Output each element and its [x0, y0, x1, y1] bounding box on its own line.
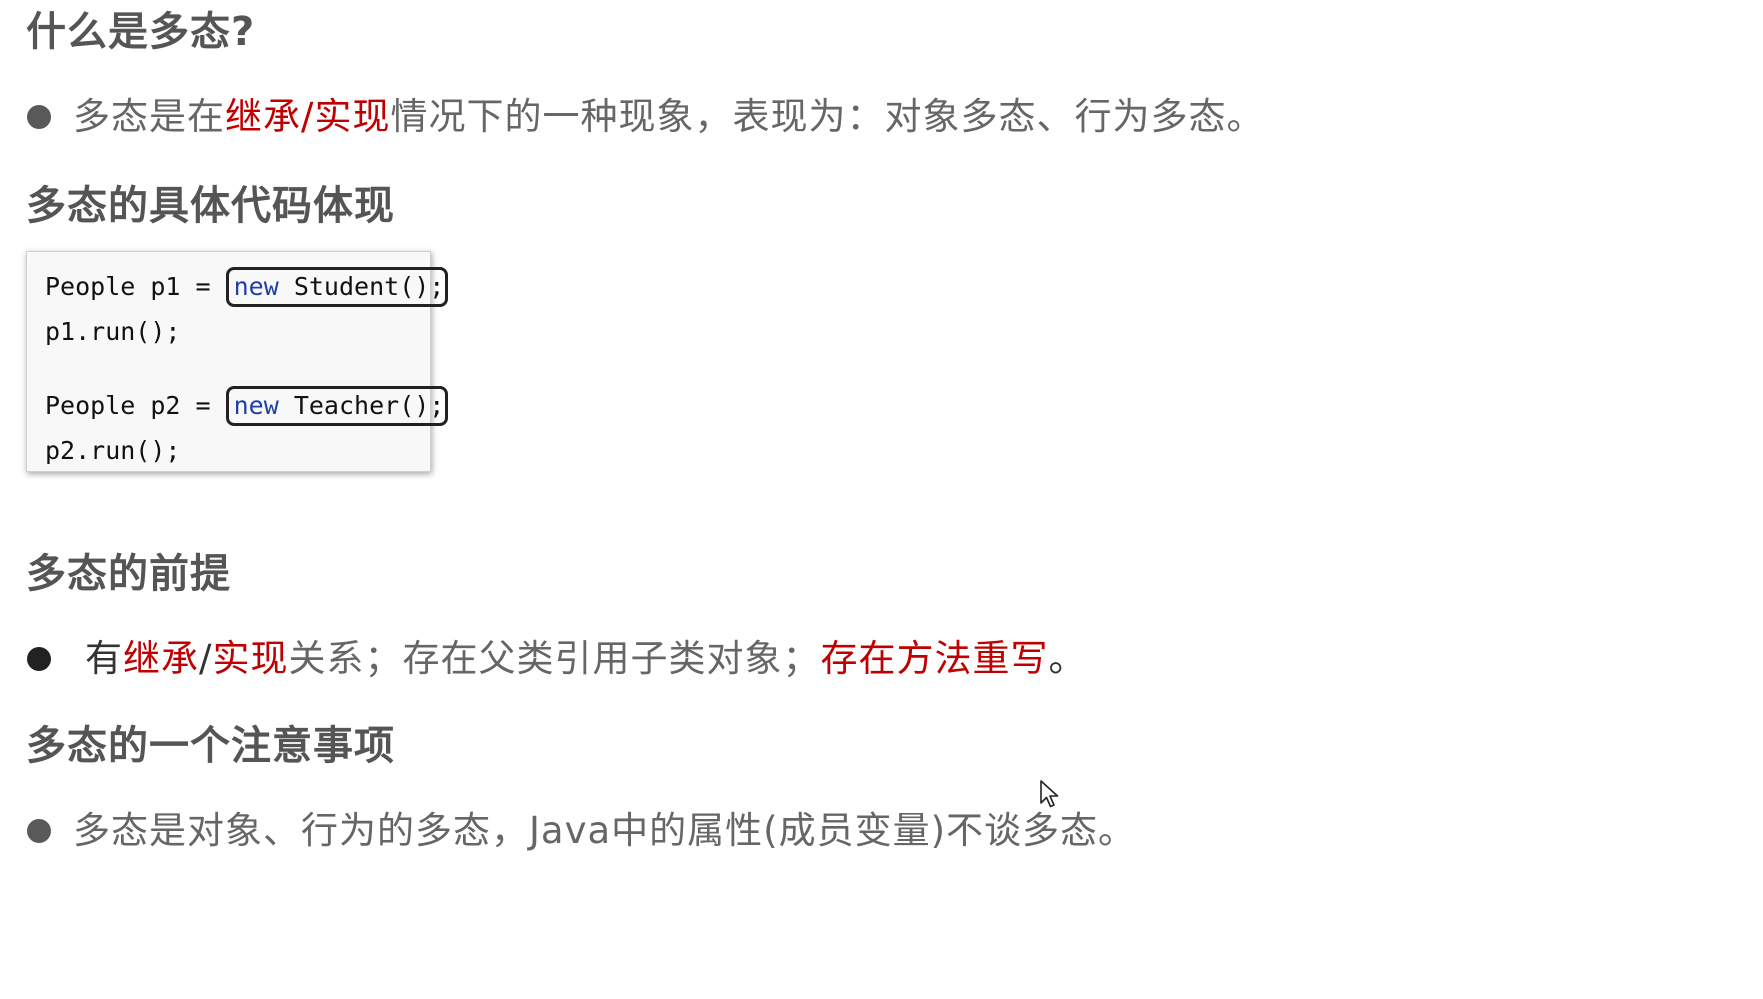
code-highlight-box: new Student(); [225, 267, 449, 307]
code-highlight-box: new Teacher(); [225, 386, 449, 426]
note-text: 多态是对象、行为的多态，Java中的属性(成员变量)不谈多态。 [73, 809, 1137, 852]
bullet-dot-icon [27, 818, 51, 843]
definition-prefix: 多态是在 [73, 95, 225, 138]
code-constructor: Student(); [278, 272, 445, 301]
premise-emphasis: 继承 [123, 637, 199, 680]
heading-what-is-polymorphism: 什么是多态? [26, 9, 256, 55]
code-block: People p1 = new Student(); p1.run(); Peo… [26, 251, 449, 472]
premise-part: 有 [85, 637, 123, 680]
code-declaration: People p1 = [45, 272, 226, 301]
premise-part: 关系；存在父类引用子类对象； [288, 637, 821, 680]
bullet-item-definition: 多态是在继承/实现情况下的一种现象，表现为：对象多态、行为多态。 [27, 98, 1264, 135]
premise-emphasis: 实现 [212, 637, 289, 680]
premise-part: 。 [1048, 637, 1087, 680]
mouse-pointer-icon [1040, 780, 1059, 808]
code-line-3: People p2 = new Teacher(); [45, 386, 449, 426]
bullet-item-premise: 有继承/实现关系；存在父类引用子类对象；存在方法重写。 [27, 640, 1086, 677]
heading-note: 多态的一个注意事项 [26, 723, 395, 769]
code-keyword: new [233, 272, 279, 301]
code-line-2: p1.run(); [45, 317, 181, 346]
heading-premise: 多态的前提 [26, 551, 231, 597]
definition-text: 多态是在继承/实现情况下的一种现象，表现为：对象多态、行为多态。 [73, 98, 1264, 135]
heading-code-example: 多态的具体代码体现 [26, 183, 395, 229]
bullet-item-note: 多态是对象、行为的多态，Java中的属性(成员变量)不谈多态。 [27, 812, 1136, 849]
code-constructor: Teacher(); [278, 391, 445, 420]
bullet-dot-icon [27, 646, 51, 671]
definition-emphasis: 继承/实现 [225, 95, 391, 138]
premise-emphasis: 存在方法重写 [820, 637, 1049, 680]
premise-separator: / [199, 637, 213, 680]
code-line-4: p2.run(); [45, 436, 181, 465]
definition-suffix: 情况下的一种现象，表现为：对象多态、行为多态。 [390, 95, 1265, 138]
bullet-dot-icon [27, 104, 51, 129]
code-line-1: People p1 = new Student(); [45, 267, 449, 307]
premise-text: 有继承/实现关系；存在父类引用子类对象；存在方法重写。 [85, 640, 1086, 677]
code-keyword: new [233, 391, 279, 420]
code-declaration: People p2 = [45, 391, 226, 420]
